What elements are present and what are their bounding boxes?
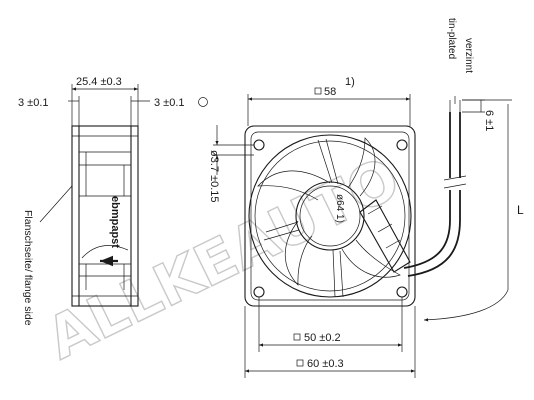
side-frame-outline [71,125,139,307]
square-symbol-icon [314,87,322,95]
dim-right-flange-label: 3 ±0.1 [154,97,185,109]
mounting-hole-bottom-right [396,286,408,298]
tin-plated-label-de: verzinnt [463,38,474,73]
dim-hub-diameter-label: ø64 1) [334,194,345,223]
fan-opening-inner [254,140,406,292]
dim-width-label: 25.4 ±0.3 [76,76,122,88]
cable-clamp-detail [367,205,401,249]
mounting-hole-top-left [253,139,265,151]
dim-left-flange-label: 3 ±0.1 [18,97,49,109]
footnote-ref-label: 1) [345,76,355,88]
strut-left [263,221,300,241]
fan-hub [295,181,365,251]
fan-hub-inner [299,185,361,247]
fan-blade-2 [284,220,313,286]
strut-top [317,138,339,185]
cable-clamp [359,199,411,273]
front-view: ø64 1) 58 1) ø3.7 ±0.15 50 ±0.2 60 ±0.3 [208,76,416,378]
strut-bottom [332,249,344,298]
fan-frame-inner [250,131,410,301]
wire-1 [403,219,451,269]
dim-length-curve [423,289,509,322]
wire-break-marks [443,175,467,189]
wire-2 [407,219,461,277]
mounting-hole-top-right [396,139,408,151]
tolerance-circle-icon [198,97,208,107]
flange-side-label: Flanschseite/ flange side [22,210,34,326]
dim-strip-label: 6 ±1 [483,110,495,131]
square-symbol-50-icon [293,333,301,341]
fan-opening-outer [248,134,412,298]
blade-edge-hints [85,152,125,290]
fan-blade-4 [347,137,376,197]
dim-hole-pitch-bottom-label: 50 ±0.2 [304,332,341,344]
dim-hole-pitch-top-label: 58 [324,86,336,98]
fan-blade-1 [257,170,331,201]
lead-wires: verzinnt tin-plated 6 ±1 L [403,18,524,322]
mounting-hole-bottom-left [253,286,265,298]
flange-side-leader [39,185,73,223]
dim-hole-diameter-label: ø3.7 ±0.15 [208,150,220,203]
dim-overall-label: 60 ±0.3 [307,358,344,370]
fan-frame-outline [244,125,416,307]
fan-blade-3 [341,239,401,278]
dim-length-label: L [517,203,524,217]
blade-curve [81,245,129,259]
brand-logo: ebmpapst [109,196,121,248]
tin-plated-label-en: tin-plated [446,18,457,59]
side-view: ebmpapst 25.4 ±0.3 3 ±0.1 3 ±0.1 Flansch… [18,76,208,326]
square-symbol-60-icon [296,359,304,367]
